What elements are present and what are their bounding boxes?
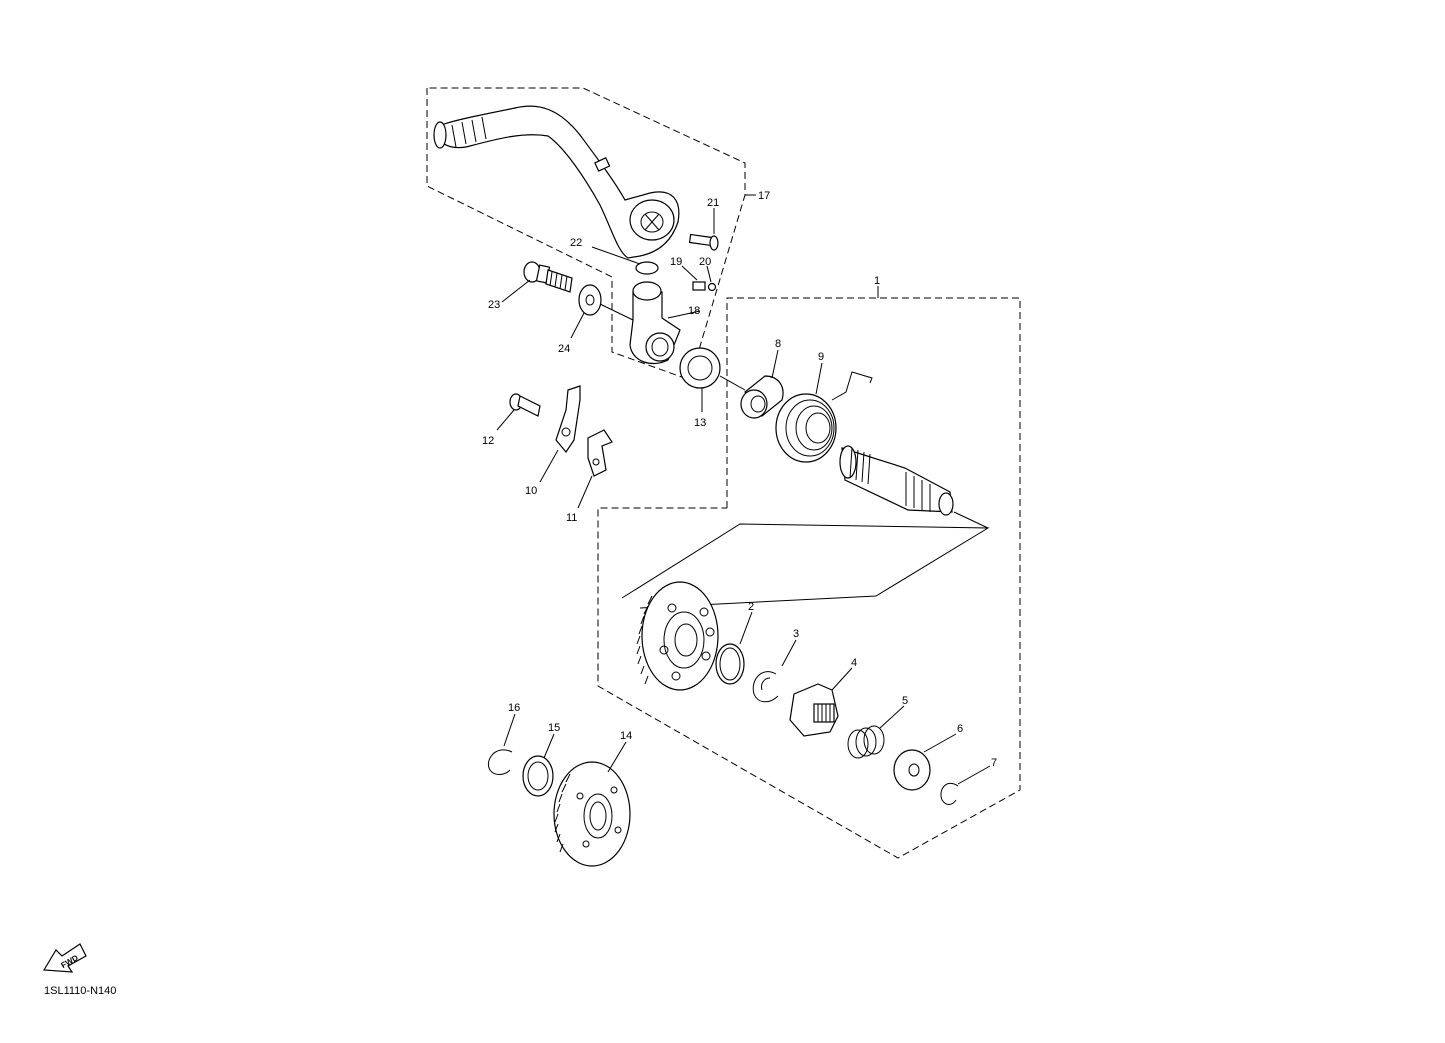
- o-ring-22: [591, 246, 659, 275]
- callout-18: 18: [688, 305, 700, 317]
- callout-20: 20: [699, 256, 711, 268]
- callout-22: 22: [570, 237, 582, 249]
- torsion-spring-9: [775, 362, 873, 463]
- kick-lever-part: [433, 105, 680, 259]
- kick-boss-18: [629, 281, 701, 365]
- callout-7: 7: [991, 757, 997, 769]
- washer-6: [893, 733, 957, 791]
- callout-5: 5: [902, 695, 908, 707]
- bolt-12: [496, 393, 541, 431]
- group-1-boundary: [597, 297, 1021, 859]
- washer-2: [715, 611, 753, 685]
- callout-6: 6: [957, 723, 963, 735]
- callout-21: 21: [707, 197, 719, 209]
- collar-8: [740, 349, 784, 419]
- callout-3: 3: [793, 628, 799, 640]
- callout-12: 12: [482, 435, 494, 447]
- ratchet-4: [789, 667, 853, 737]
- idle-gear-14: [553, 741, 631, 867]
- axis-line-2: [719, 375, 746, 391]
- callout-23: 23: [488, 299, 500, 311]
- callout-4: 4: [851, 657, 857, 669]
- diagram-code: 1SL1110-N140: [44, 985, 117, 997]
- circlip-7: [940, 765, 991, 805]
- seal-13: [679, 347, 721, 412]
- callout-13: 13: [694, 417, 706, 429]
- kick-gear-part: [636, 581, 719, 691]
- axis-line-1: [599, 303, 634, 321]
- plate-11: [577, 429, 613, 509]
- bolt-21: [688, 208, 719, 251]
- callout-15: 15: [548, 722, 560, 734]
- callout-2: 2: [748, 601, 754, 613]
- plate-10: [539, 385, 581, 483]
- callout-17: 17: [758, 190, 770, 202]
- callout-19: 19: [670, 256, 682, 268]
- spring-5: [847, 705, 905, 759]
- callout-24: 24: [558, 343, 570, 355]
- callout-1: 1: [874, 275, 880, 287]
- callout-11: 11: [566, 512, 577, 524]
- kick-shaft: [839, 445, 989, 529]
- bolt-19: [681, 265, 706, 291]
- bolt-23: [501, 261, 573, 303]
- callout-8: 8: [775, 338, 781, 350]
- washer-24: [570, 284, 602, 339]
- callout-14: 14: [620, 730, 632, 742]
- circlip-3: [752, 639, 797, 703]
- callout-9: 9: [818, 351, 824, 363]
- ball-20: [706, 265, 717, 292]
- callout-10: 10: [525, 485, 537, 497]
- circlip-16: [488, 713, 516, 775]
- callout-16: 16: [508, 702, 520, 714]
- washer-15: [522, 733, 555, 797]
- fwd-arrow-icon: FWD: [42, 943, 87, 973]
